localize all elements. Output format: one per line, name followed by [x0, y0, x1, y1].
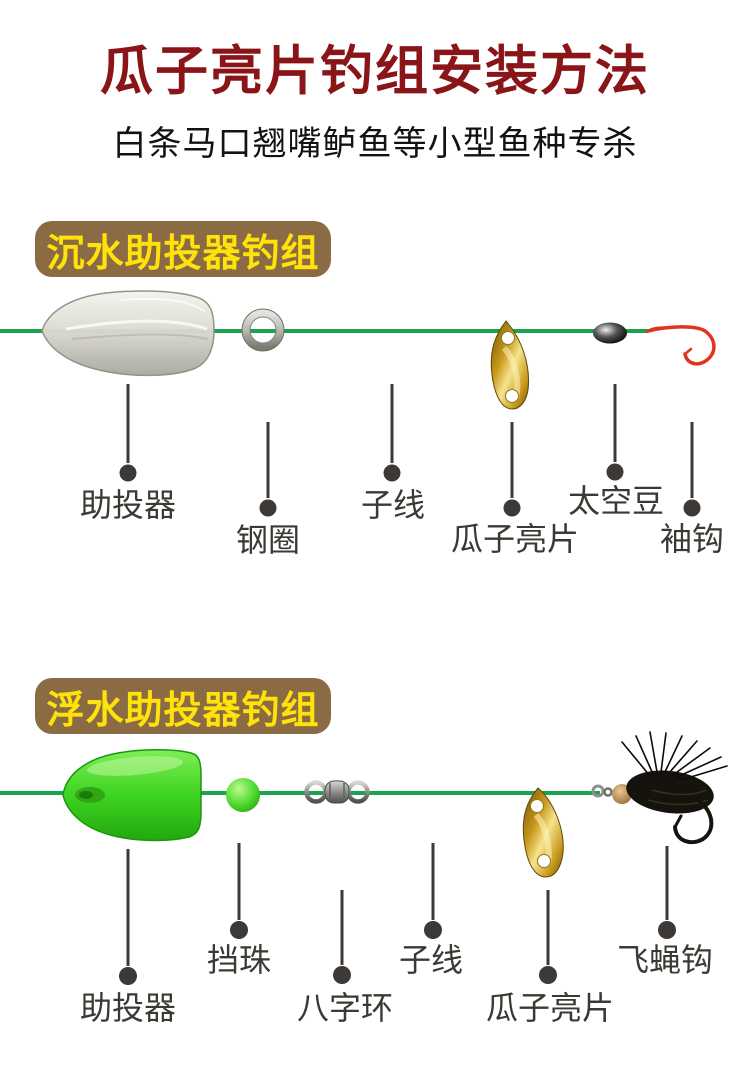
casting-weight-graphic	[41, 290, 215, 377]
label-fly-hook: 飞蝇钩	[616, 942, 714, 978]
label-sleeve-hook: 袖钩	[659, 521, 725, 557]
label-spoon-1: 瓜子亮片	[450, 521, 580, 557]
sleeve-hook-graphic	[645, 325, 716, 366]
casting-float-graphic	[62, 749, 202, 842]
label-casting-float: 助投器	[79, 990, 177, 1026]
label-steel-ring: 钢圈	[235, 522, 301, 558]
section2-badge: 浮水助投器钓组	[35, 678, 331, 734]
section1-badge: 沉水助投器钓组	[35, 221, 331, 277]
spoon-lure-graphic-1	[490, 320, 530, 410]
pointer-dots-1	[119, 463, 701, 517]
page-subtitle: 白条马口翘嘴鲈鱼等小型鱼种专杀	[112, 125, 638, 163]
pointer-lines-1	[126, 384, 694, 498]
label-spoon-2: 瓜子亮片	[485, 990, 615, 1026]
pointer-dots-2	[119, 921, 676, 985]
fly-hook-graphic	[591, 731, 728, 845]
pointer-lines-2	[126, 843, 669, 966]
section2-badge-label: 浮水助投器钓组	[46, 689, 320, 732]
label-sub-line-2: 子线	[398, 942, 464, 978]
page-title: 瓜子亮片钓组安装方法	[100, 42, 650, 101]
swivel-graphic	[304, 780, 370, 804]
spoon-lure-graphic-2	[522, 787, 564, 878]
label-casting-weight: 助投器	[79, 487, 177, 523]
label-stop-bead: 挡珠	[206, 942, 272, 978]
label-sub-line-1: 子线	[360, 487, 426, 523]
label-swivel: 八字环	[296, 990, 394, 1026]
label-space-bean: 太空豆	[567, 483, 665, 519]
steel-ring-graphic	[241, 308, 285, 352]
space-bean-graphic	[593, 322, 627, 344]
section1-badge-label: 沉水助投器钓组	[46, 232, 320, 275]
stop-bead-graphic	[226, 778, 260, 812]
